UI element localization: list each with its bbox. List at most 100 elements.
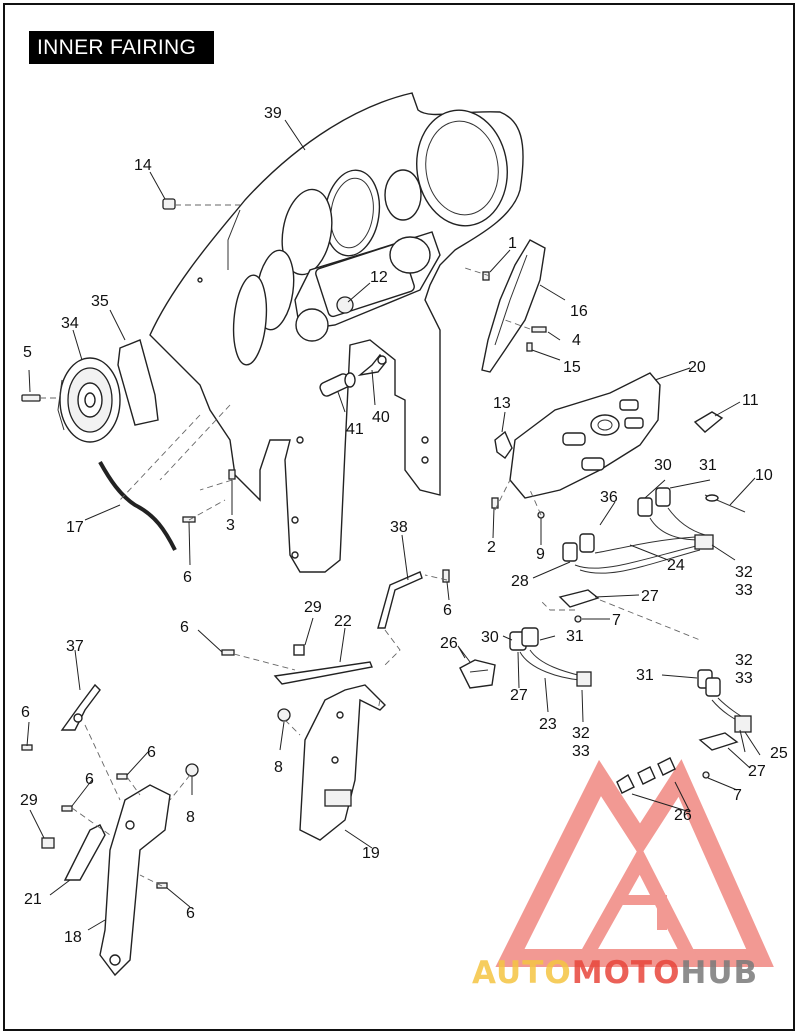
label-2: 2 xyxy=(487,539,496,556)
label-6-fairing: 6 xyxy=(183,569,192,586)
label-25: 25 xyxy=(770,745,788,762)
label-41: 41 xyxy=(346,421,364,438)
label-16: 16 xyxy=(570,303,588,320)
label-28: 28 xyxy=(511,573,529,590)
label-32-right: 32 xyxy=(735,652,753,669)
label-15: 15 xyxy=(563,359,581,376)
label-14: 14 xyxy=(134,157,152,174)
speaker-34 xyxy=(57,357,121,443)
clip-11 xyxy=(693,411,724,433)
label-6-bracket18-low: 6 xyxy=(186,905,195,922)
label-27-right: 27 xyxy=(748,763,766,780)
switch-bezel-27-right xyxy=(698,732,739,751)
switch-26-left xyxy=(459,659,496,689)
key-40 xyxy=(357,353,387,377)
screw-3 xyxy=(228,469,236,480)
label-27-mid: 27 xyxy=(510,687,528,704)
label-38: 38 xyxy=(390,519,408,536)
label-21: 21 xyxy=(24,891,42,908)
cable-tie-10 xyxy=(704,494,746,513)
screw-15 xyxy=(526,342,533,352)
trim-strip-16 xyxy=(481,239,546,373)
bracket-18 xyxy=(99,784,171,977)
screw-7-lower xyxy=(702,771,710,779)
label-37: 37 xyxy=(66,638,84,655)
label-7-upper: 7 xyxy=(612,612,621,629)
bracket-22 xyxy=(273,644,373,685)
switch-panel-20 xyxy=(509,372,661,499)
label-39: 39 xyxy=(264,105,282,122)
screw-4 xyxy=(531,326,547,333)
label-33-right: 33 xyxy=(735,670,753,687)
diagram-frame xyxy=(3,3,795,1031)
screw-1 xyxy=(482,271,490,281)
label-23: 23 xyxy=(539,716,557,733)
label-6-left37: 6 xyxy=(21,704,30,721)
part-number-labels: 39 14 1 12 16 35 34 4 5 15 20 13 11 40 4… xyxy=(20,105,788,946)
label-36: 36 xyxy=(600,489,618,506)
bumper-strip-17 xyxy=(98,461,177,551)
assembly-lines xyxy=(40,204,701,887)
label-30-lower: 30 xyxy=(481,629,499,646)
lock-cylinder-41 xyxy=(319,372,356,397)
label-18: 18 xyxy=(64,929,82,946)
label-17: 17 xyxy=(66,519,84,536)
label-10: 10 xyxy=(755,467,773,484)
label-6-bracket38: 6 xyxy=(443,602,452,619)
label-40: 40 xyxy=(372,409,390,426)
label-32-upper: 32 xyxy=(735,564,753,581)
label-26-left: 26 xyxy=(440,635,458,652)
screw-7-upper xyxy=(574,615,582,623)
bracket-38 xyxy=(377,571,423,629)
bracket-13 xyxy=(494,430,513,459)
label-3: 3 xyxy=(226,517,235,534)
bracket-37 xyxy=(60,683,101,731)
label-22: 22 xyxy=(334,613,352,630)
clip-29-left xyxy=(41,837,55,849)
diagram-title: INNER FAIRING xyxy=(29,31,214,64)
label-29-lower: 29 xyxy=(20,792,38,809)
label-6-bracket18-top: 6 xyxy=(147,744,156,761)
screw-2 xyxy=(491,497,499,509)
switch-harness-25 xyxy=(697,669,752,733)
label-11: 11 xyxy=(742,392,759,409)
label-34: 34 xyxy=(61,315,79,332)
label-8-right: 8 xyxy=(186,809,195,826)
label-27-upper: 27 xyxy=(641,588,659,605)
bracket-19 xyxy=(299,684,386,841)
label-24: 24 xyxy=(667,557,685,574)
leader-lines xyxy=(26,119,761,931)
label-31-right: 31 xyxy=(636,667,654,684)
label-32-mid: 32 xyxy=(572,725,590,742)
watermark-part2: MOTO xyxy=(572,955,681,991)
label-31-mid: 31 xyxy=(566,628,584,645)
label-1: 1 xyxy=(508,235,517,252)
label-26-right: 26 xyxy=(674,807,692,824)
plug-14 xyxy=(162,198,176,210)
svg-text:AUTOMOTOHUB: AUTOMOTOHUB xyxy=(472,955,758,991)
bracket-21 xyxy=(63,824,106,881)
watermark-part3: HUB xyxy=(680,955,758,991)
switch-harness-23 xyxy=(509,627,592,687)
label-31-upper: 31 xyxy=(699,457,717,474)
label-33-upper: 33 xyxy=(735,582,753,599)
label-19: 19 xyxy=(362,845,380,862)
watermark-logo xyxy=(495,759,774,967)
screw-5 xyxy=(21,394,41,402)
label-4: 4 xyxy=(572,332,581,349)
label-6-bracket22: 6 xyxy=(180,619,189,636)
label-6-bracket18-mid: 6 xyxy=(85,771,94,788)
label-35: 35 xyxy=(91,293,109,310)
switch-caps-26-right xyxy=(616,757,676,794)
nut-8-right xyxy=(185,763,199,777)
label-13: 13 xyxy=(493,395,511,412)
label-20: 20 xyxy=(688,359,706,376)
label-8-mid: 8 xyxy=(274,759,283,776)
label-7-lower: 7 xyxy=(733,787,742,804)
nut-8-left xyxy=(277,708,291,722)
label-29-upper: 29 xyxy=(304,599,322,616)
speaker-gasket-35 xyxy=(117,339,159,426)
switch-bezel-27-upper xyxy=(558,589,600,608)
watermark-part1: AUTO xyxy=(472,955,572,991)
